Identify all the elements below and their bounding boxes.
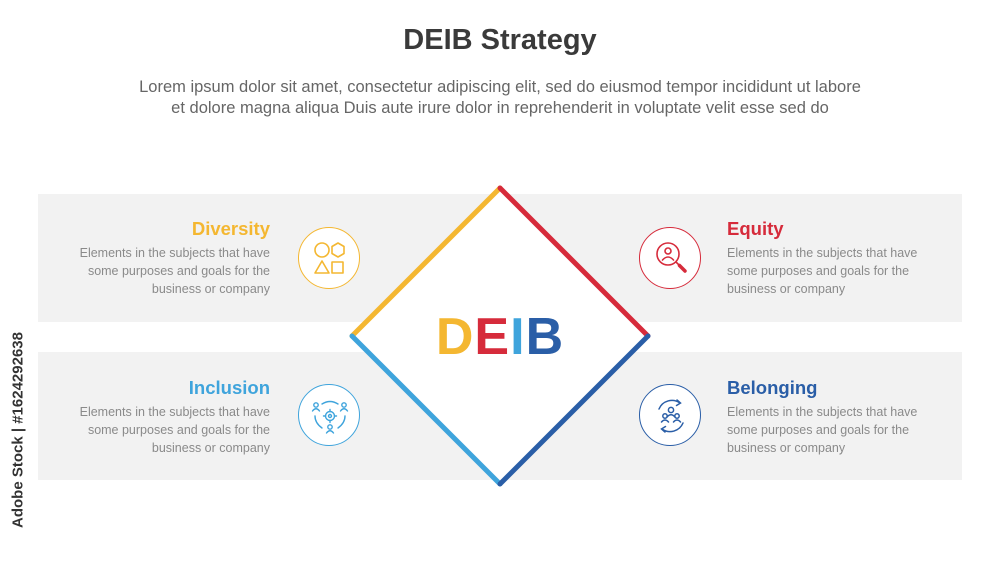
inclusion-title: Inclusion [188, 377, 270, 398]
equity-desc-line-1: Elements in the subjects that have [727, 246, 918, 260]
stock-watermark-text: Adobe Stock | #1624292638 [9, 332, 27, 528]
belonging-description: Elements in the subjects that have some … [727, 403, 947, 457]
inclusion-desc-line-1: Elements in the subjects that have [79, 405, 270, 419]
diamond-edge-diversity [349, 185, 503, 339]
diamond-edge-equity [497, 185, 651, 339]
belonging-desc-line-1: Elements in the subjects that have [727, 405, 918, 419]
inclusion-description: Elements in the subjects that have some … [50, 403, 270, 457]
inclusion-desc-line-3: business or company [151, 441, 270, 455]
belonging-title: Belonging [727, 377, 818, 398]
diversity-description: Elements in the subjects that have some … [50, 244, 270, 298]
equity-title: Equity [727, 218, 784, 239]
inclusion-desc-line-2: some purposes and goals for the [87, 423, 270, 437]
person-search-icon [656, 242, 687, 273]
diamond-edge-belonging [497, 333, 651, 487]
people-gear-icon [311, 400, 349, 434]
letter-b: B [525, 308, 565, 366]
equity-icon-circle [639, 227, 701, 289]
diversity-desc-line-2: some purposes and goals for the [87, 264, 270, 278]
diamond-edge-inclusion [349, 333, 503, 487]
subtitle-line-1: Lorem ipsum dolor sit amet, consectetur … [139, 78, 861, 96]
page-title: DEIB Strategy [403, 24, 597, 56]
letter-d: D [435, 308, 475, 366]
diversity-desc-line-1: Elements in the subjects that have [79, 246, 270, 260]
center-diamond [347, 183, 653, 489]
equity-desc-line-3: business or company [727, 282, 846, 296]
stock-watermark-label: Adobe Stock | #1624292638 [0, 300, 38, 560]
shapes-icon [314, 242, 345, 274]
inclusion-icon-circle [298, 384, 360, 446]
deib-center-text: DEIB [400, 307, 600, 367]
equity-desc-line-2: some purposes and goals for the [727, 264, 910, 278]
diversity-title: Diversity [191, 218, 270, 239]
diamond-shape [349, 185, 651, 487]
belonging-desc-line-3: business or company [727, 441, 846, 455]
group-cycle-icon [658, 399, 684, 433]
page-subtitle: Lorem ipsum dolor sit amet, consectetur … [40, 77, 960, 119]
belonging-desc-line-2: some purposes and goals for the [727, 423, 910, 437]
letter-e: E [474, 308, 511, 366]
belonging-icon-circle [639, 384, 701, 446]
diversity-icon-circle [298, 227, 360, 289]
equity-description: Elements in the subjects that have some … [727, 244, 947, 298]
letter-i: I [510, 308, 526, 366]
subtitle-line-2: et dolore magna aliqua Duis aute irure d… [171, 99, 829, 117]
diversity-desc-line-3: business or company [151, 282, 270, 296]
